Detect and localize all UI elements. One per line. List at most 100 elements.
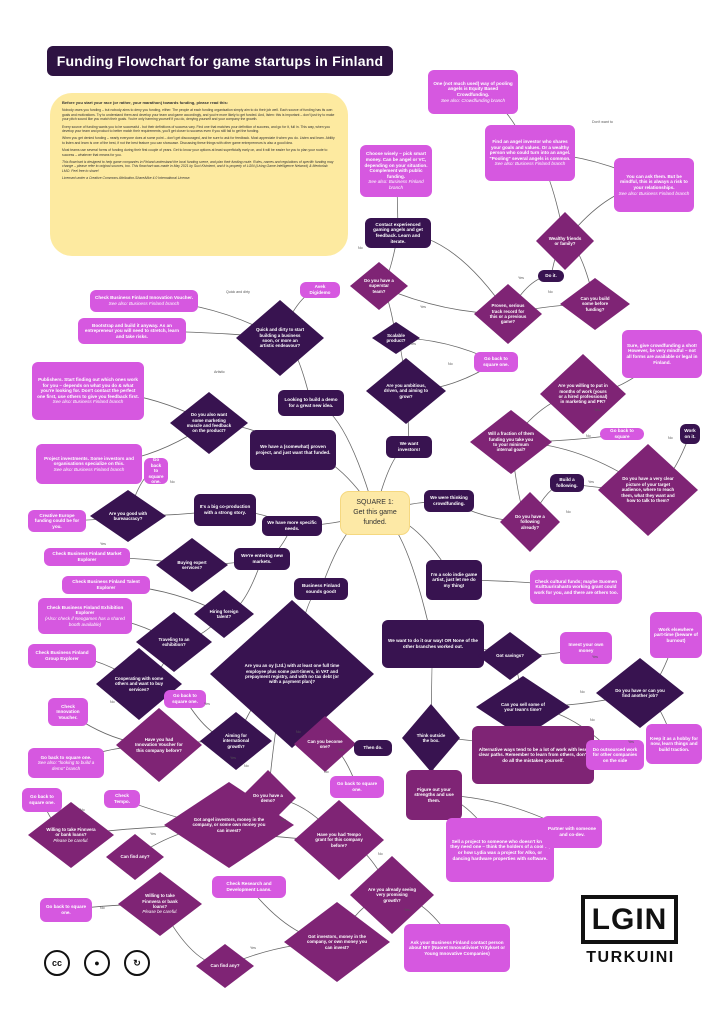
decision-had-tempo[interactable]: Have you had Tempo grant for this compan…: [294, 800, 384, 880]
intro-paragraph: When you get denied funding – nearly eve…: [62, 136, 335, 145]
node-own-way[interactable]: We want to do it our way! OR None of the…: [382, 620, 484, 668]
decision-had-voucher[interactable]: Have you had Innovation Voucher for this…: [116, 708, 202, 782]
decision-question: Will a fraction of them funding you take…: [487, 431, 535, 453]
node-publishers[interactable]: Publishers. Start finding out which ones…: [32, 362, 144, 420]
decision-marketing-feedback[interactable]: Do you also want some marketing muscle a…: [170, 392, 248, 454]
node-angel-investor[interactable]: Find an angel investor who shares your g…: [485, 125, 575, 181]
decision-find-another-job[interactable]: Do you have or can you find another job?: [596, 658, 684, 728]
node-text: Work on it.: [684, 428, 696, 439]
decision-bureaucracy[interactable]: Are you good with bureaucracy?: [90, 490, 166, 542]
node-bf-market[interactable]: Check Business Finland Market Explorer: [44, 548, 130, 566]
decision-quick-dirty[interactable]: Quick and dirty to start building a busi…: [236, 300, 324, 376]
node-angel-equity[interactable]: One (not much used) way of pooling angel…: [428, 70, 518, 114]
decision-take-finnvera[interactable]: Willing to take Finnvera or bank loans?P…: [28, 802, 114, 868]
decision-got-investors[interactable]: Got investors, money in the company, or …: [284, 902, 390, 982]
node-ask-bf-contact[interactable]: Ask your Business Finland contact person…: [404, 924, 510, 972]
node-sell-project[interactable]: Sell a project to someone who doesn't kn…: [446, 818, 554, 882]
decision-take-finnvera-2[interactable]: Willing to take Finnvera or bank loans?P…: [118, 872, 202, 936]
node-contact-angels[interactable]: Contact experienced gaming angels and ge…: [365, 218, 431, 248]
node-text: Check Business Finland Innovation Vouche…: [95, 295, 193, 301]
decision-become-one[interactable]: Can you become one?: [294, 716, 356, 772]
node-work-on[interactable]: Work on it.: [680, 424, 700, 444]
node-avek[interactable]: Avek Digidemo: [300, 282, 340, 298]
decision-wealthy[interactable]: Wealthy friends or family?: [536, 212, 594, 270]
node-back-sq-7[interactable]: Go back to square one.: [22, 788, 62, 812]
node-choose-wisely[interactable]: Choose wisely – pick smart money. Can be…: [360, 145, 432, 197]
start-node[interactable]: SQUARE 1: Get this game funded.: [340, 491, 410, 535]
node-see-also: See also: Business Finland branch: [52, 399, 124, 405]
decision-ambitious[interactable]: Are you ambitious, driven, and aiming to…: [366, 358, 446, 424]
node-demo-new[interactable]: Looking to build a demo for a great new …: [278, 390, 344, 416]
decision-question: Have you had Innovation Voucher for this…: [134, 737, 184, 753]
node-bf-sounds-good[interactable]: Business Finland sounds good!: [294, 578, 348, 600]
node-alternative-ways[interactable]: Alternative ways tend to be a lot of wor…: [472, 726, 594, 784]
node-check-tempo[interactable]: Check Tempo.: [104, 790, 140, 808]
node-text: Sure, give crowdfunding a shot! However,…: [626, 342, 698, 365]
decision-cooperating[interactable]: Cooperating with some others and want to…: [96, 648, 182, 720]
decision-scalable[interactable]: Scalable product?: [372, 322, 420, 354]
decision-proven[interactable]: Proven, serious track record for this or…: [474, 284, 542, 344]
decision-have-following[interactable]: Do you have a following already?: [500, 492, 560, 552]
node-creative-europe[interactable]: Creative Europe funding could be for you…: [28, 510, 86, 532]
node-back-sq-2[interactable]: Go back to square: [600, 428, 644, 440]
node-outsourced[interactable]: Do outsourced work for other companies o…: [586, 740, 644, 770]
node-solo-artist[interactable]: I'm a solo indie game artist, just let m…: [426, 560, 482, 600]
node-specific-needs[interactable]: We have more specific needs.: [262, 516, 322, 536]
node-back-sq-5[interactable]: Go back to square one.See also: "looking…: [28, 748, 104, 778]
node-new-markets[interactable]: We're entering new markets.: [234, 548, 290, 570]
node-cultural-funds[interactable]: Check cultural funds; maybe Suomen Kultt…: [530, 570, 622, 604]
decision-think-outside[interactable]: Think outside the box.: [402, 704, 460, 772]
start-node-title: SQUARE 1:: [356, 499, 394, 506]
node-bf-talent[interactable]: Check Business Finland Talent Explorer: [62, 576, 150, 594]
node-innovation-voucher[interactable]: Check Innovation Voucher.: [48, 698, 88, 726]
node-bootstrap[interactable]: Bootstrap and build it anyway. As an ent…: [78, 318, 186, 344]
node-figure-out[interactable]: Figure out your strengths and use them.: [406, 770, 462, 820]
node-coproduction[interactable]: It's a big co-production with a strong s…: [194, 494, 256, 526]
edge-label-no: No: [590, 718, 595, 722]
node-bf-group[interactable]: Check Business Finland Group Explorer: [28, 644, 96, 668]
node-bf-exhibition[interactable]: Check Business Finland Exhibition Explor…: [38, 598, 132, 634]
decision-superstar[interactable]: Do you have a superstar team?: [350, 262, 408, 310]
share-alike-icon: ↻: [124, 950, 150, 976]
decision-clear-picture[interactable]: Do you have a very clear picture of your…: [598, 444, 698, 536]
edge-label-yes: Yes: [150, 832, 156, 836]
decision-expert-services[interactable]: Buying expert services?: [156, 538, 228, 592]
decision-build-before[interactable]: Can you build some before funding?: [560, 278, 630, 330]
node-see-also: See also: Business Finland branch: [368, 179, 424, 190]
node-back-sq-3[interactable]: Go back to square one.: [144, 458, 168, 484]
node-back-sq-1[interactable]: Go back to square one.: [474, 352, 518, 372]
decision-angel-investors[interactable]: Got angel investors, money in the compan…: [164, 782, 294, 868]
decision-find-any-1[interactable]: Can find any?: [106, 834, 164, 880]
node-build-following[interactable]: Build a following.: [550, 474, 584, 492]
node-proven-project[interactable]: We have a (somewhat) proven project, and…: [250, 430, 336, 470]
node-back-sq-6[interactable]: Go back to square one.: [330, 776, 384, 798]
node-back-sq-8[interactable]: Go back to square one.: [40, 898, 92, 922]
node-text: Then do.: [363, 745, 383, 751]
decision-find-any-2[interactable]: Can find any?: [196, 944, 254, 988]
decision-promising-growth[interactable]: Are you already seeing very promising gr…: [350, 856, 434, 934]
edge-label-yes: Yes: [204, 702, 210, 706]
node-project-investments[interactable]: Project investments. Some investors and …: [36, 444, 142, 484]
node-text: We have a (somewhat) proven project, and…: [255, 444, 331, 455]
intro-paragraph: Most teams use several forms of funding …: [62, 148, 328, 157]
node-partner[interactable]: Partner with someone and co-dev.: [542, 816, 602, 848]
decision-aiming-growth[interactable]: Aiming for international growth?: [200, 712, 272, 770]
node-crowdfunding-tip[interactable]: Sure, give crowdfunding a shot! However,…: [622, 330, 702, 378]
node-text: We want investors!: [398, 441, 420, 452]
node-work-elsewhere[interactable]: Work elsewhere part-time (beware of burn…: [650, 612, 702, 658]
decision-months-work[interactable]: Are you willing to put in months of work…: [540, 354, 626, 434]
edge-label-no: No: [378, 852, 383, 856]
decision-hiring-foreign[interactable]: Hiring foreign talent?: [194, 590, 254, 638]
node-thinking-crowd[interactable]: We were thinking crowdfunding.: [424, 490, 474, 512]
node-research-dev[interactable]: Check Research and Development Loans.: [212, 876, 286, 898]
decision-got-savings[interactable]: Got savings?: [478, 632, 542, 680]
node-invest-own[interactable]: Invest your own money: [560, 632, 612, 664]
node-want-investors[interactable]: We want investors!: [386, 436, 432, 458]
decision-fraction[interactable]: Will a fraction of them funding you take…: [470, 410, 552, 474]
node-doit[interactable]: Do it.: [538, 270, 564, 282]
node-bf-innovation[interactable]: Check Business Finland Innovation Vouche…: [90, 290, 198, 312]
node-hobby[interactable]: Keep it as a hobby for now, learn things…: [646, 724, 702, 764]
node-ask-them[interactable]: You can ask them. But be mindful, this i…: [614, 158, 694, 212]
node-back-sq-4[interactable]: Go back to square one.: [164, 690, 206, 708]
node-then-do[interactable]: Then do.: [354, 740, 392, 756]
